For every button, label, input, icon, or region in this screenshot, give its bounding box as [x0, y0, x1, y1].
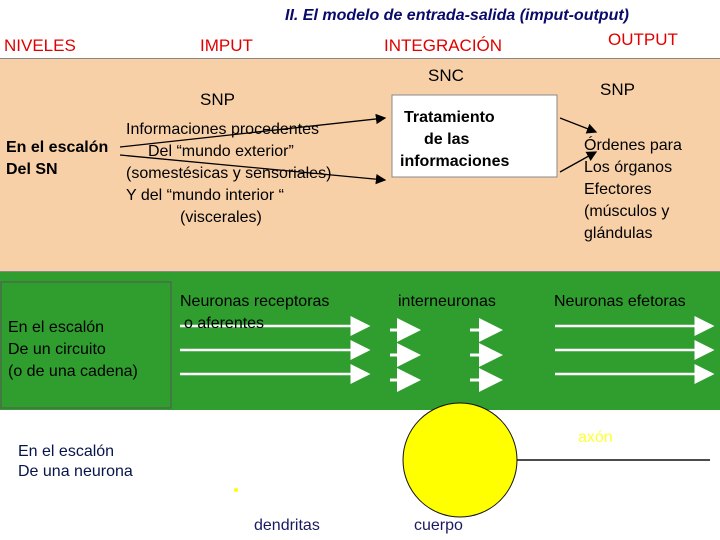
header-imput: IMPUT: [200, 36, 253, 56]
dendritas-label: dendritas: [254, 516, 320, 536]
arrow-out-1: [560, 118, 596, 132]
ordenes-line: (músculos y: [584, 202, 669, 222]
info-line: Informaciones procedentes: [126, 120, 319, 140]
snp-right-label: SNP: [600, 80, 635, 100]
info-line: Y del “mundo interior “: [126, 186, 284, 206]
info-line: (viscerales): [180, 208, 262, 228]
tratamiento-line: informaciones: [400, 152, 509, 172]
neuronas-efetoras-label: Neuronas efetoras: [554, 292, 686, 312]
header-output: OUTPUT: [608, 30, 678, 50]
header-integracion: INTEGRACIÓN: [384, 36, 502, 56]
info-line: Del “mundo exterior”: [148, 142, 294, 162]
header-niveles: NIVELES: [4, 36, 76, 56]
neuronas-receptoras-line: Neuronas receptoras: [180, 292, 329, 312]
ordenes-line: Efectores: [584, 180, 652, 200]
ordenes-line: glándulas: [584, 224, 653, 244]
circuito-line: De un circuito: [8, 340, 106, 360]
ordenes-line: Los órganos: [584, 158, 672, 178]
snp-left-label: SNP: [200, 90, 235, 110]
circuito-line: (o de una cadena): [8, 362, 138, 382]
neurona-line: En el escalón: [18, 442, 114, 462]
escalon-sn-line2: Del SN: [6, 160, 58, 180]
tratamiento-line: Tratamiento: [404, 108, 495, 128]
escalon-sn-line1: En el escalón: [6, 138, 108, 158]
interneuronas-label: interneuronas: [398, 292, 496, 312]
snc-label: SNC: [428, 66, 464, 86]
neuronas-receptoras-line: o aferentes: [184, 314, 264, 334]
cuerpo-label: cuerpo: [414, 516, 463, 536]
tratamiento-line: de las: [424, 130, 469, 150]
info-line: (somestésicas y sensoriales): [126, 164, 331, 184]
neurona-line: De una neurona: [18, 462, 133, 482]
axon-label: axón: [578, 428, 613, 448]
ordenes-line: Órdenes para: [584, 136, 682, 156]
circuito-line: En el escalón: [8, 318, 104, 338]
cell-body: [403, 403, 517, 517]
page-title: II. El modelo de entrada-salida (imput-o…: [285, 6, 629, 26]
